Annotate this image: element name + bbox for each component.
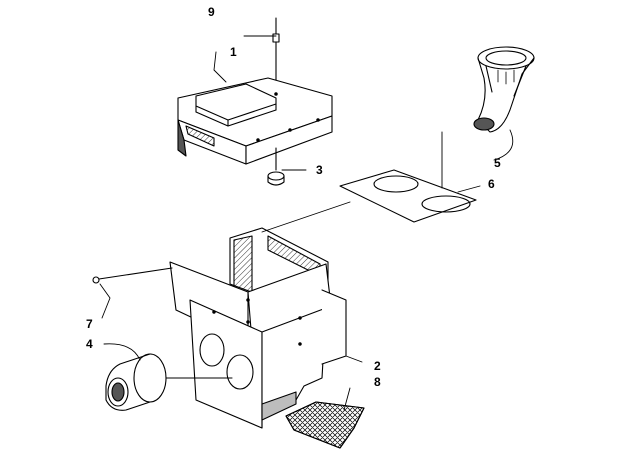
callout-6: 6 bbox=[488, 177, 495, 191]
callout-9: 9 bbox=[208, 5, 215, 19]
callout-7: 7 bbox=[86, 317, 93, 331]
callout-8: 8 bbox=[374, 375, 381, 389]
callout-1: 1 bbox=[230, 45, 237, 59]
part-3-grommet bbox=[267, 147, 285, 186]
callout-4: 4 bbox=[86, 337, 93, 351]
callout-5: 5 bbox=[494, 156, 501, 170]
part-8-screen bbox=[285, 401, 365, 449]
callout-3: 3 bbox=[316, 163, 323, 177]
callout-labels: 9 1 3 5 6 7 4 2 8 bbox=[86, 5, 501, 389]
leader-lines bbox=[99, 35, 514, 411]
part-7-screw bbox=[92, 267, 173, 284]
part-5-elbow bbox=[473, 46, 535, 133]
part-2-airbox bbox=[169, 227, 347, 429]
part-4-duct bbox=[105, 353, 233, 411]
part-6-gasket bbox=[339, 169, 477, 223]
callout-2: 2 bbox=[374, 359, 381, 373]
part-1-cover bbox=[177, 77, 333, 165]
